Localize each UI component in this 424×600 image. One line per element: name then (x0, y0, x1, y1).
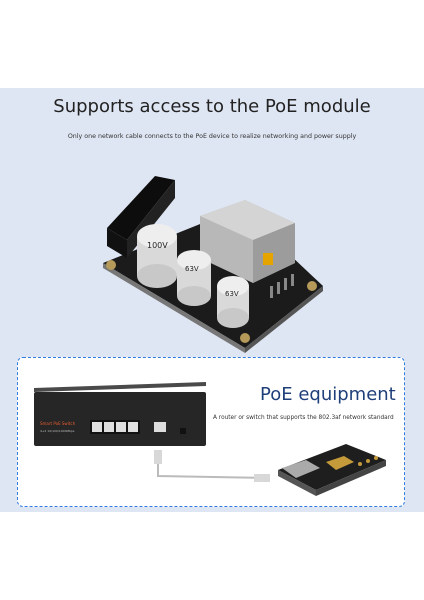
mounting-hole (106, 260, 116, 270)
switch-label: Smart PoE Switch (40, 421, 76, 426)
cable-plug (254, 474, 270, 482)
cap2-label: 63V (185, 265, 199, 273)
cap1-label: 100V (147, 241, 168, 250)
poe-module-image: 100V 63V 63V (103, 176, 323, 353)
equipment-title: PoE equipment (260, 384, 396, 405)
mounting-hole (307, 281, 317, 291)
mounting-hole (240, 333, 250, 343)
switch-ports (90, 420, 186, 434)
capacitor-2: 63V (177, 250, 211, 306)
switch-body (34, 392, 206, 446)
cable-plug (154, 450, 162, 464)
capacitor-3: 63V (217, 276, 249, 328)
page-title: Supports access to the PoE module (53, 96, 371, 117)
switch-sublabel: 4+2 10/100/1000Mbps (40, 429, 75, 433)
poe-switch-image: Smart PoE Switch 4+2 10/100/1000Mbps (34, 382, 206, 446)
pin-header (107, 176, 175, 240)
equipment-subtitle: A router or switch that supports the 802… (213, 415, 394, 421)
network-cable (154, 450, 270, 482)
poe-device-board (278, 444, 386, 496)
page-subtitle: Only one network cable connects to the P… (67, 133, 357, 140)
capacitor-1: 100V (137, 224, 177, 288)
cap3-label: 63V (225, 290, 239, 298)
